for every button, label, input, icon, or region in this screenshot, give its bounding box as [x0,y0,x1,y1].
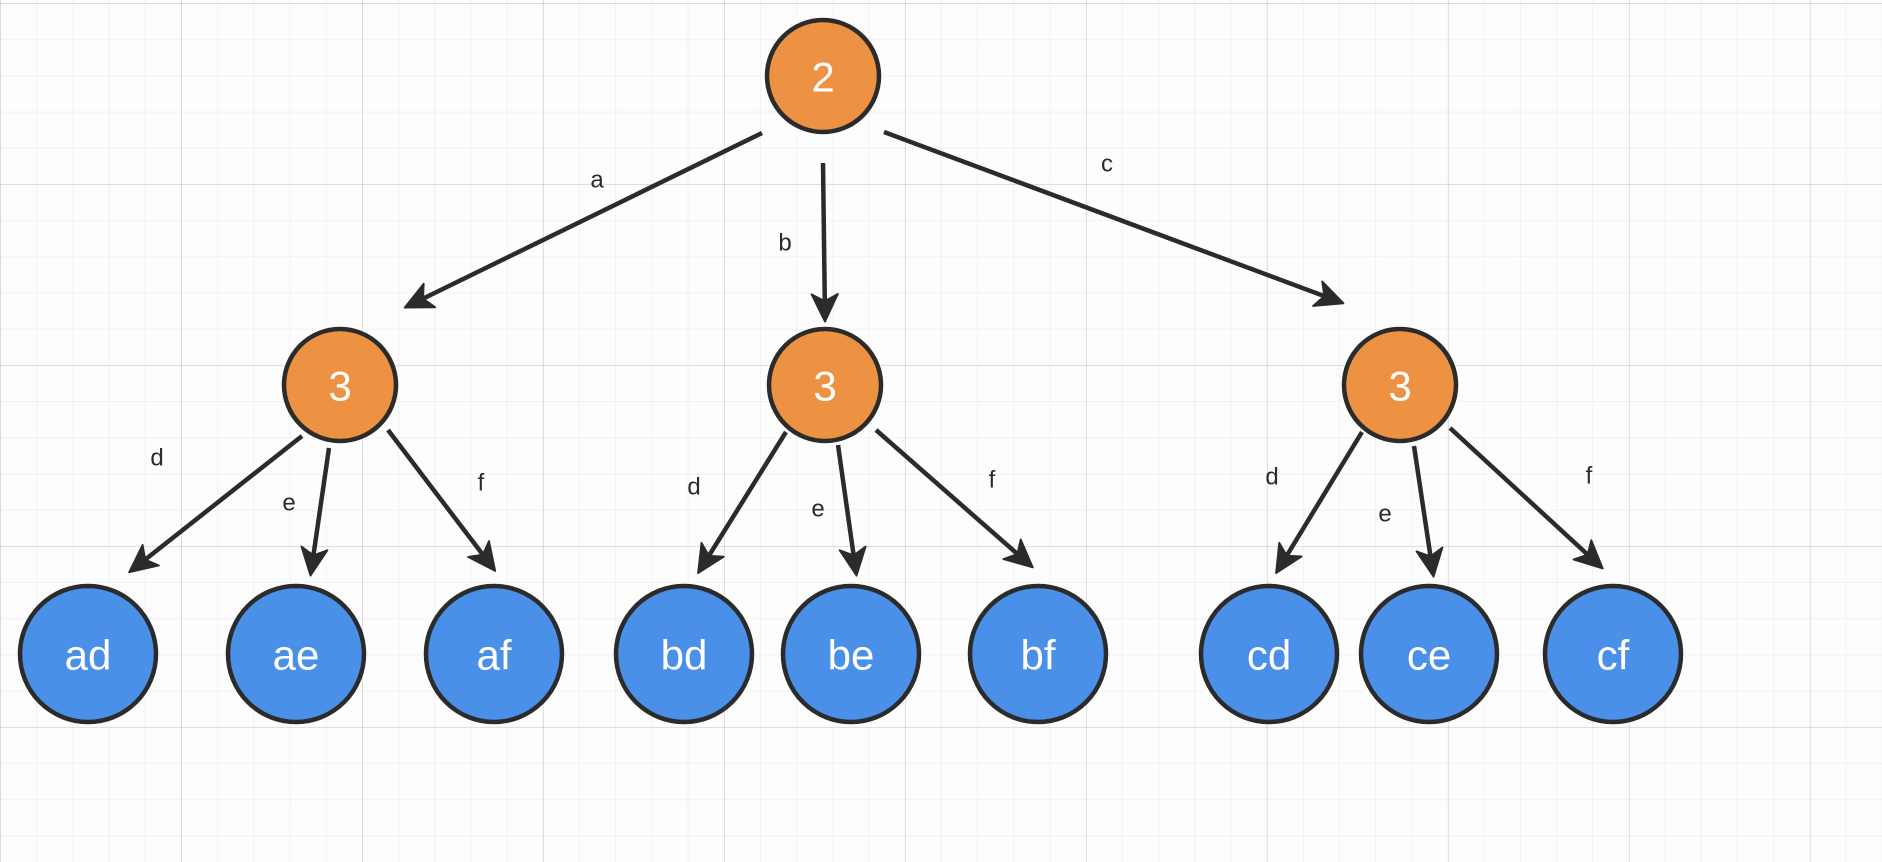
leaf-node-ae[interactable]: ae [225,583,367,725]
node-circle[interactable] [1542,583,1684,725]
leaf-node-bf[interactable]: bf [967,583,1109,725]
node-label: cd [1247,632,1291,679]
edges-layer: a b c d e f d e f d e f [128,129,1604,578]
leaf-node-ce[interactable]: ce [1358,583,1500,725]
edge-label: d [150,445,163,472]
node-circle[interactable] [967,583,1109,725]
internal-node-n-c[interactable]: 3 [1341,326,1459,444]
edge-label: d [1265,464,1278,491]
node-label: 3 [1388,363,1411,410]
edge-n-b-to-bf: f [874,428,1034,569]
node-circle[interactable] [225,583,367,725]
edge-root-to-n-b: b [778,162,839,323]
leaf-node-cf[interactable]: cf [1542,583,1684,725]
node-label: af [476,632,511,679]
node-circle[interactable] [1358,583,1500,725]
leaf-node-ad[interactable]: ad [17,583,159,725]
node-label: be [828,632,875,679]
edge-n-a-to-af: f [386,428,497,572]
node-circle[interactable] [613,583,755,725]
edge-line [1448,426,1604,570]
edge-label: e [1378,501,1391,528]
edge-root-to-n-a: a [403,130,763,309]
leaf-node-bd[interactable]: bd [613,583,755,725]
edge-line [128,434,304,574]
node-label: bf [1020,632,1055,679]
node-label: ad [65,632,112,679]
edge-label: a [590,167,604,194]
node-circle[interactable] [281,326,399,444]
node-label: bd [661,632,708,679]
edge-label: e [282,490,295,517]
node-label: 3 [813,363,836,410]
edge-line [883,129,1345,307]
edge-line [1411,445,1444,578]
node-circle[interactable] [1198,583,1340,725]
node-label: 2 [811,54,834,101]
edge-n-c-to-cd: d [1265,430,1364,575]
root-node-root[interactable]: 2 [764,17,882,135]
edge-label: d [687,474,700,501]
edge-label: f [1586,463,1593,490]
edge-label: b [778,230,791,257]
edge-line [300,447,332,577]
node-circle[interactable] [764,17,882,135]
edge-label: e [811,496,824,523]
node-circle[interactable] [17,583,159,725]
edge-root-to-n-c: c [883,129,1345,307]
edge-line [1275,430,1364,575]
edge-n-c-to-cf: f [1448,426,1604,570]
edge-n-a-to-ad: d [128,434,304,574]
node-circle[interactable] [766,326,884,444]
edge-n-a-to-ae: e [282,447,332,577]
internal-node-n-a[interactable]: 3 [281,326,399,444]
edge-line [403,130,763,309]
node-circle[interactable] [423,583,565,725]
node-label: ae [273,632,320,679]
node-label: 3 [328,363,351,410]
leaf-node-be[interactable]: be [780,583,922,725]
edge-line [874,428,1034,569]
edge-line [835,444,867,577]
node-circle[interactable] [1341,326,1459,444]
edge-label: c [1101,151,1113,178]
node-circle[interactable] [780,583,922,725]
edge-n-b-to-be: e [811,444,867,577]
node-label: cf [1597,632,1630,679]
edge-line [810,162,839,323]
leaf-node-cd[interactable]: cd [1198,583,1340,725]
edge-n-c-to-ce: e [1378,445,1444,578]
leaf-node-af[interactable]: af [423,583,565,725]
node-label: ce [1407,632,1451,679]
edge-line [386,428,497,572]
edge-n-b-to-bd: d [687,430,788,575]
edge-label: f [989,467,996,494]
internal-node-n-b[interactable]: 3 [766,326,884,444]
edge-line [697,430,788,575]
edge-label: f [478,470,485,497]
